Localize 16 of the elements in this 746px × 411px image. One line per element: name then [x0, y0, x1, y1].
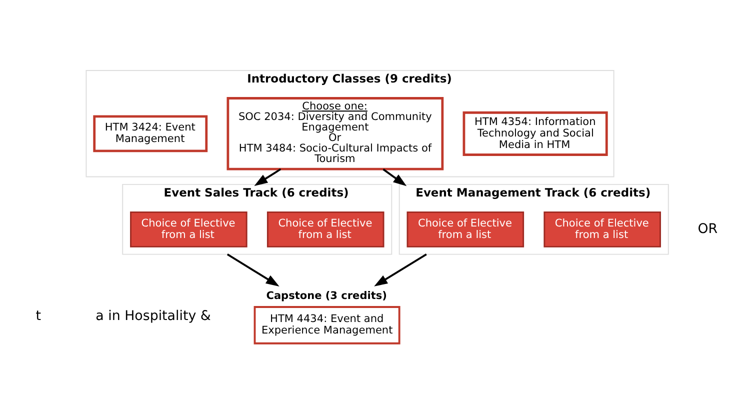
node-box: Choice of Elective from a list: [406, 211, 524, 248]
node-box: Choice of Elective from a list: [544, 211, 661, 248]
arrow: [382, 168, 407, 186]
label: a in Hospitality &: [96, 309, 211, 324]
node-box: HTM 3424: Event Management: [93, 115, 208, 152]
label: t: [36, 309, 41, 324]
node-box: HTM 4434: Event and Experience Management: [254, 306, 400, 344]
node-box: Choose one: SOC 2034: Diversity and Community Engagement Or HTM 3484: Socio-Cultural Impacts of Tourism: [226, 97, 444, 170]
label: OR: [698, 222, 718, 237]
arrow: [226, 254, 280, 286]
node-box: Choice of Elective from a list: [266, 211, 384, 248]
node-label: Capstone (3 credits): [266, 290, 387, 302]
arrow: [374, 254, 427, 286]
arrow: [254, 168, 282, 186]
node-box: Choice of Elective from a list: [130, 211, 248, 248]
node-box: HTM 4354: Information Technology and Social Media in HTM: [462, 111, 608, 156]
